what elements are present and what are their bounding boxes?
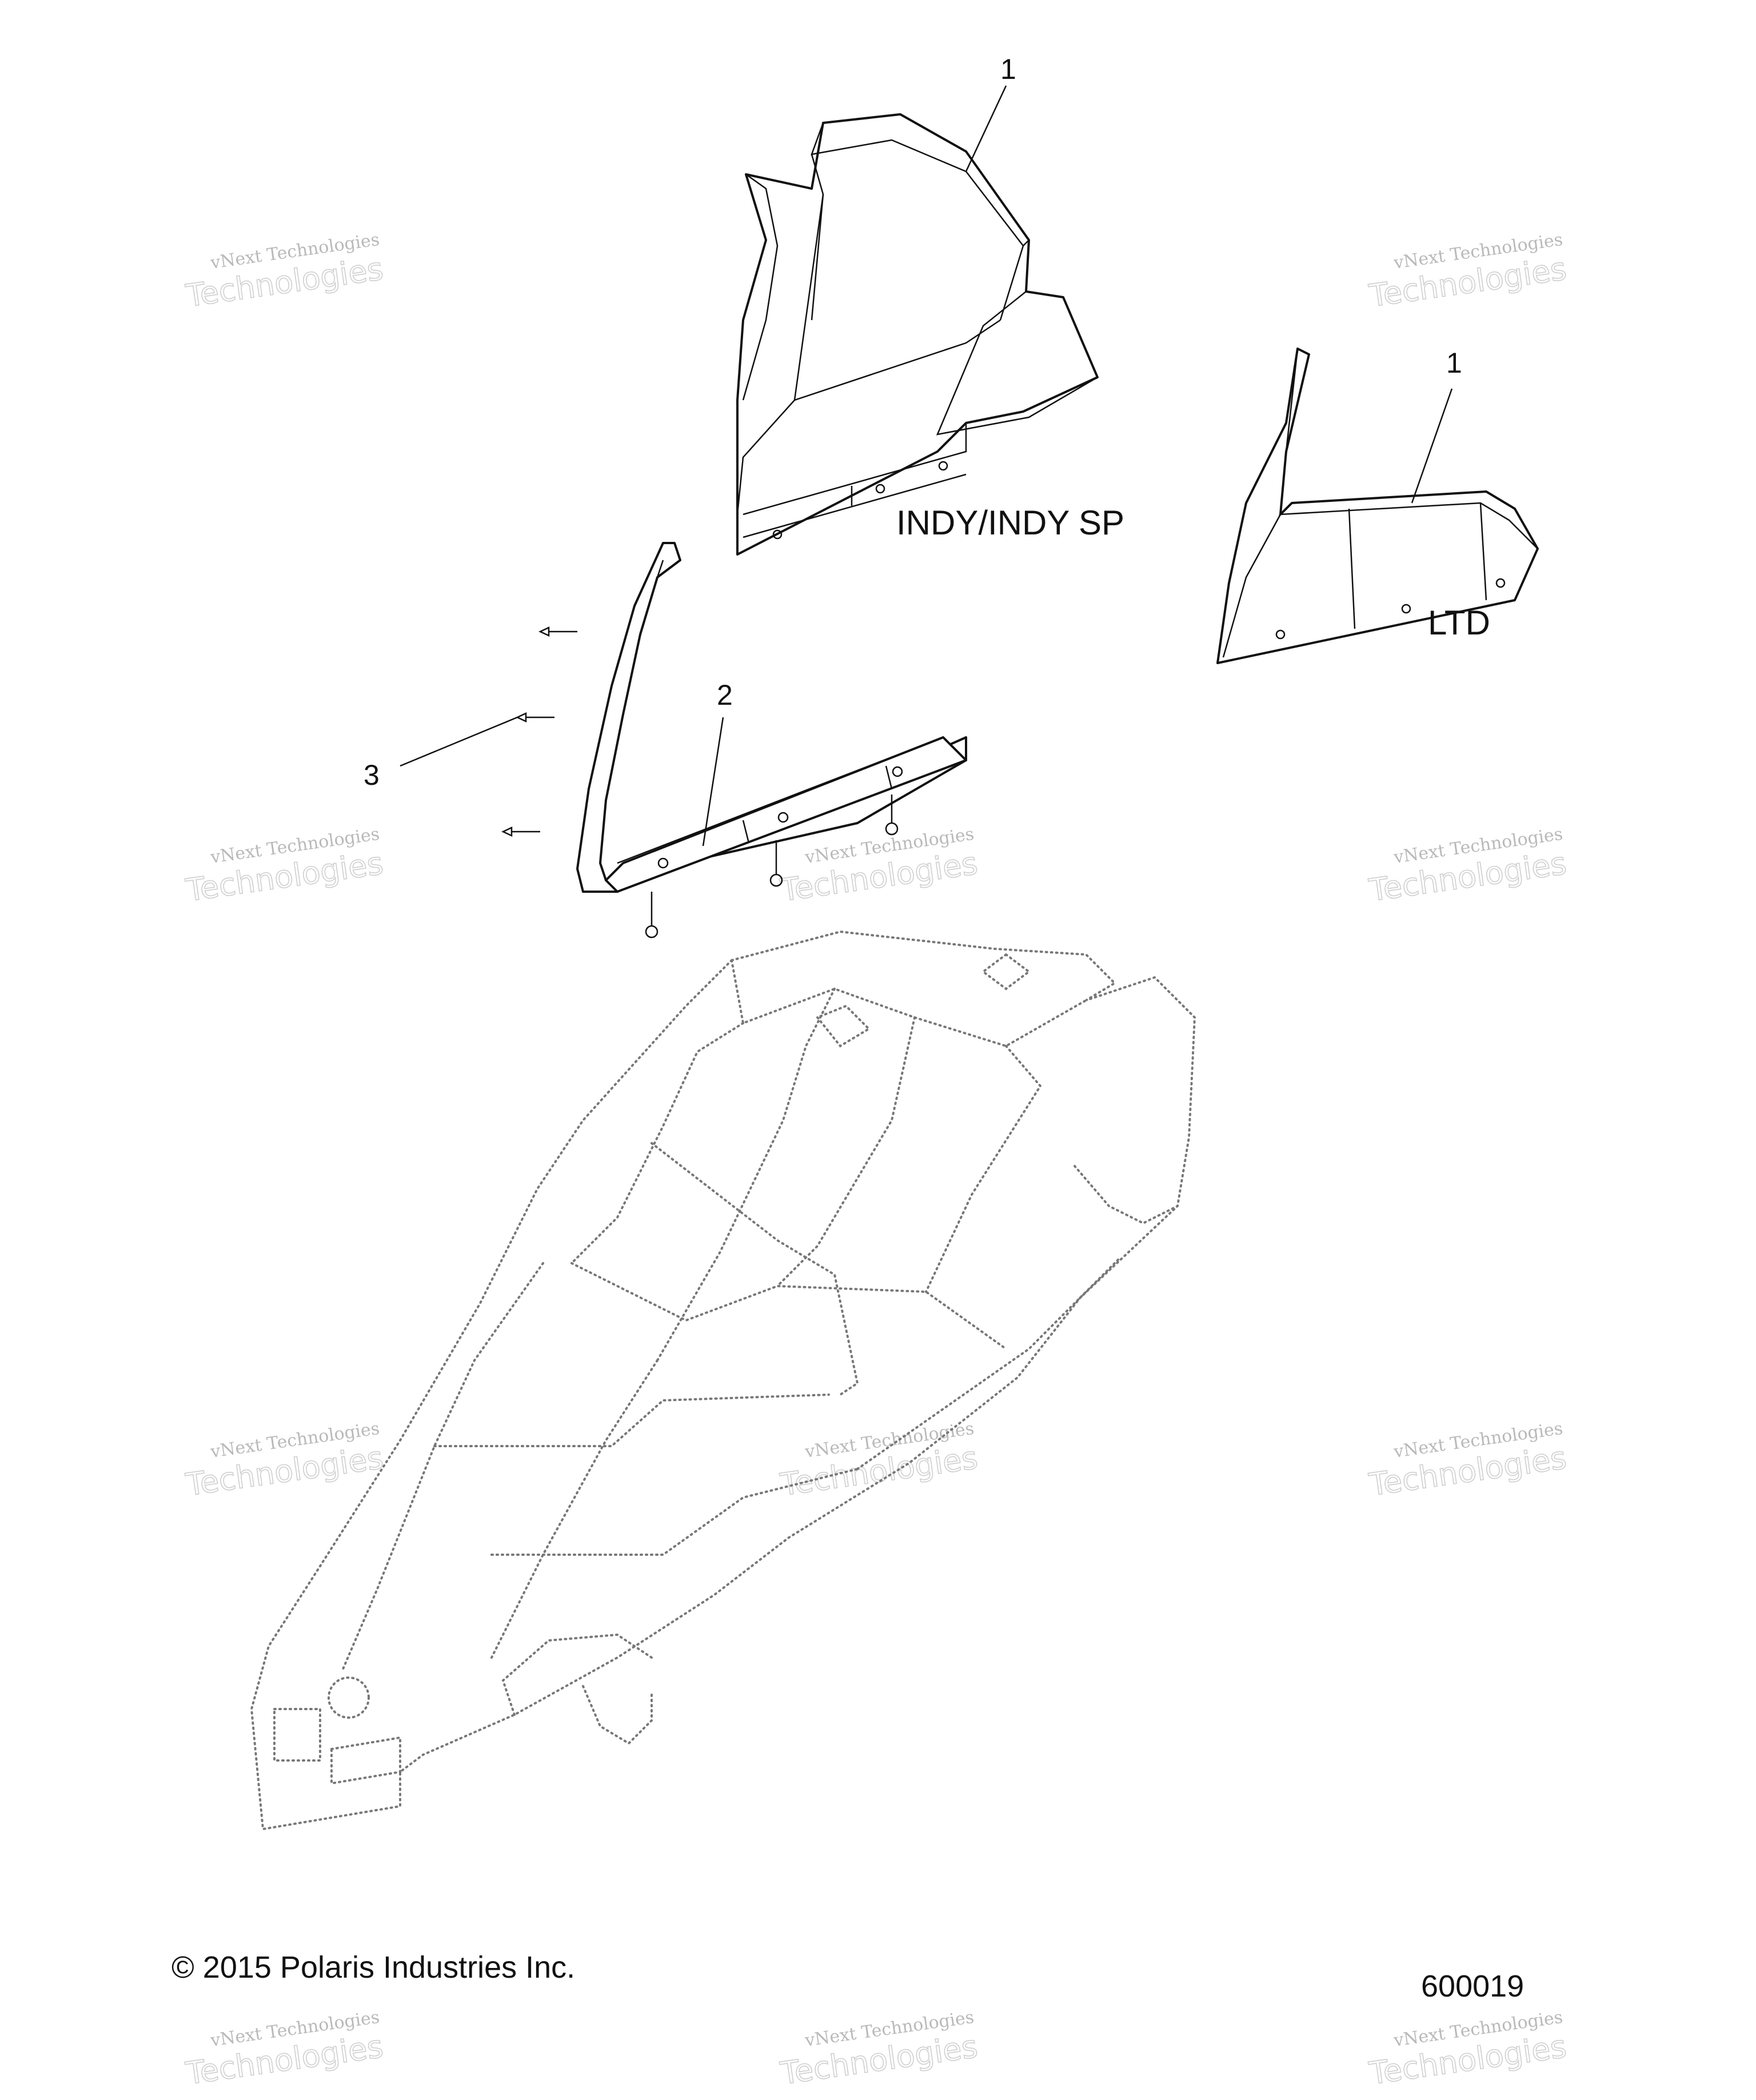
screw bbox=[516, 712, 554, 722]
leader-1-indy bbox=[965, 85, 1007, 172]
screw bbox=[885, 795, 899, 836]
figure-number: 600019 bbox=[1421, 1969, 1524, 2003]
watermark: vNext Technologies Technologies bbox=[1366, 230, 1569, 314]
watermark: vNext Technologies Technologies bbox=[183, 824, 386, 909]
watermark: vNext Technologies Technologies bbox=[777, 824, 980, 909]
model-label-ltd: LTD bbox=[1428, 604, 1490, 642]
leader-3 bbox=[400, 716, 518, 767]
hood-reference-outline bbox=[250, 930, 1196, 1831]
copyright-notice: © 2015 Polaris Industries Inc. bbox=[171, 1950, 575, 1985]
watermark: vNext Technologies Technologies bbox=[1366, 824, 1569, 909]
callout-2: 2 bbox=[717, 679, 733, 711]
windshield-trim bbox=[576, 542, 967, 893]
callout-1-ltd: 1 bbox=[1446, 347, 1462, 379]
callout-1-indy: 1 bbox=[1000, 53, 1016, 85]
leader-lines bbox=[400, 85, 1453, 847]
screw bbox=[769, 840, 783, 887]
watermark: vNext Technologies Technologies bbox=[777, 1419, 980, 1503]
leader-1-ltd bbox=[1411, 388, 1453, 504]
screw bbox=[645, 892, 658, 939]
watermark: vNext Technologies Technologies bbox=[777, 2007, 980, 2092]
windshield-indy bbox=[736, 113, 1099, 556]
callout-3: 3 bbox=[364, 759, 380, 791]
watermark: vNext Technologies Technologies bbox=[1366, 2007, 1569, 2092]
model-label-indy: INDY/INDY SP bbox=[896, 504, 1124, 542]
screws bbox=[501, 626, 899, 939]
watermark: vNext Technologies Technologies bbox=[183, 1419, 386, 1503]
screw bbox=[538, 626, 577, 637]
windshield-ltd bbox=[1216, 348, 1539, 664]
watermark: vNext Technologies Technologies bbox=[183, 2007, 386, 2092]
screw bbox=[501, 827, 540, 837]
watermark: vNext Technologies Technologies bbox=[1366, 1419, 1569, 1503]
watermark: vNext Technologies Technologies bbox=[183, 230, 386, 314]
leader-2 bbox=[702, 717, 724, 847]
